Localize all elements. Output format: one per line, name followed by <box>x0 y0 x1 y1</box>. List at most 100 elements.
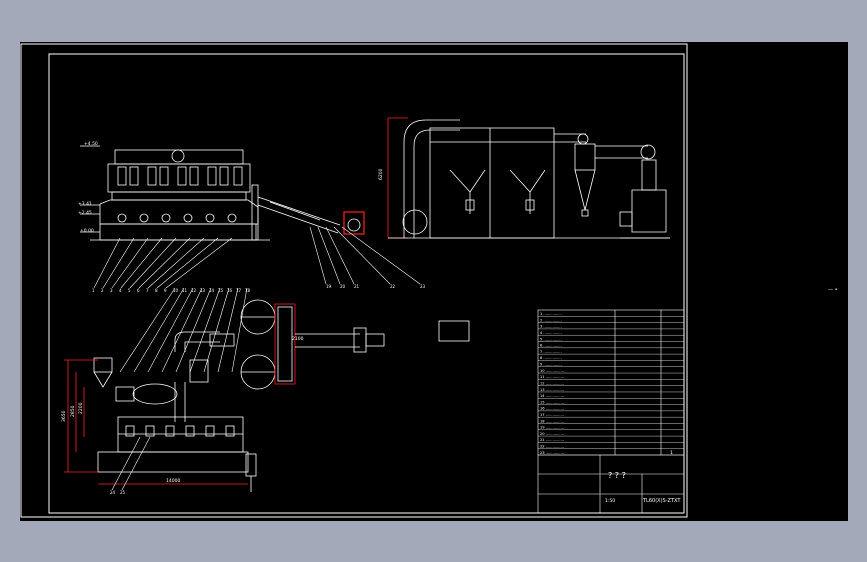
callout-leader <box>133 287 185 373</box>
parts-row-text: 9 ................ <box>540 363 562 367</box>
parts-row-text: 17 ................ <box>540 413 564 417</box>
callout-label: 15 <box>218 288 224 293</box>
parts-row-text: 18 ................ <box>540 419 564 423</box>
plan-dimension-lines <box>64 359 248 485</box>
callout-leader <box>175 287 212 373</box>
parts-row-text: 4 ................ <box>540 331 562 335</box>
callout-label: 7 <box>146 288 149 293</box>
duct-length-dim: 2100 <box>292 336 304 342</box>
drawing-title: ? ? ? <box>608 471 626 480</box>
elevation-top: +4.50 <box>84 141 98 147</box>
callout-leader <box>231 287 248 373</box>
callout-leader <box>325 226 355 285</box>
cad-viewport[interactable]: +4.50 +3.41 +2.45 ±0.00 <box>20 42 848 521</box>
parts-row-text: 8 ................ <box>540 356 562 360</box>
parts-row-text: 2 ................ <box>540 318 562 322</box>
callout-leader <box>189 287 221 373</box>
callout-label: 4 <box>119 288 122 293</box>
parts-row-text: 14 ................ <box>540 394 564 398</box>
parts-row-text: 15 ................ <box>540 400 564 404</box>
callout-label: 18 <box>245 288 251 293</box>
callout-leader <box>102 237 135 289</box>
callout-label: 17 <box>236 288 242 293</box>
callout-leader <box>203 287 230 373</box>
callout-label: 12 <box>191 288 197 293</box>
parts-row-text: 11 ................ <box>540 375 564 379</box>
elevation-mid2: +2.45 <box>78 210 92 216</box>
callout-leader <box>333 226 391 285</box>
callout-label: 16 <box>227 288 233 293</box>
sheet-label: 1 <box>670 450 673 456</box>
callout-leader <box>309 226 327 285</box>
elevation-mid1: +3.41 <box>78 201 92 207</box>
callout-label: 8 <box>155 288 158 293</box>
callout-label: 1 <box>92 288 95 293</box>
callout-label: 23 <box>420 284 426 289</box>
callout-leader <box>111 237 149 289</box>
callout-leader <box>120 237 163 289</box>
callout-label: 2 <box>101 288 104 293</box>
sheet-outer-border <box>20 43 688 518</box>
callout-label: 25 <box>120 490 126 495</box>
feeder-hopper <box>343 211 365 235</box>
callout-leader <box>161 287 203 373</box>
callout-leader <box>119 287 176 373</box>
callout-leader <box>165 237 233 289</box>
plan-height-outer: 3650 <box>61 410 67 422</box>
callout-label: 19 <box>326 284 332 289</box>
parts-row-text: 16 ................ <box>540 407 564 411</box>
callout-label: 11 <box>182 288 188 293</box>
callout-label: 10 <box>173 288 179 293</box>
tower-height-dim: 6200 <box>378 168 384 180</box>
callout-leader <box>147 237 205 289</box>
callout-leader <box>138 237 191 289</box>
parts-row-text: 22 ................ <box>540 444 564 448</box>
callout-label: 5 <box>128 288 131 293</box>
callout-leader <box>129 237 177 289</box>
callout-leader <box>93 237 121 289</box>
drawing-number: TL60(X)S-ZTXT <box>642 498 681 504</box>
parts-row-text: 13 ................ <box>540 388 564 392</box>
callout-leader <box>111 436 141 491</box>
parts-row-text: 20 ................ <box>540 432 564 436</box>
callout-leaders <box>93 226 421 491</box>
callout-label: 24 <box>110 490 116 495</box>
callout-leader <box>121 436 151 491</box>
parts-row-text: 7 ................ <box>540 350 562 354</box>
scale-label: 1:50 <box>605 498 615 504</box>
parts-row-text: 19 ................ <box>540 426 564 430</box>
plan-height-mid: 2850 <box>70 405 76 417</box>
parts-row-text: 6 ................ <box>540 344 562 348</box>
parts-row-text: 1 ................ <box>540 312 562 316</box>
sheet-inner-border <box>48 53 685 514</box>
cad-drawing: +4.50 +3.41 +2.45 ±0.00 <box>20 43 688 518</box>
parts-row-text: 5 ................ <box>540 337 562 341</box>
callout-leader <box>156 237 219 289</box>
callout-label: 20 <box>340 284 346 289</box>
parts-row-text: 10 ................ <box>540 369 564 373</box>
callout-label: 3 <box>110 288 113 293</box>
callout-label: 6 <box>137 288 140 293</box>
callout-leader <box>341 226 421 285</box>
callout-label: 9 <box>164 288 167 293</box>
rotary-drums <box>209 299 385 390</box>
parts-row-text: 23 ................ <box>540 451 564 455</box>
parts-row-text: 12 ................ <box>540 381 564 385</box>
furnace-elevation <box>80 145 341 241</box>
parts-row-text: 21 ................ <box>540 438 564 442</box>
callout-label: 14 <box>209 288 215 293</box>
callout-label: 22 <box>390 284 396 289</box>
plan-height-inner: 2200 <box>78 402 84 414</box>
callout-leader <box>217 287 239 373</box>
parts-row-text: 3 ................ <box>540 325 562 329</box>
callout-leader <box>317 226 341 285</box>
callout-leader <box>147 287 194 373</box>
plan-view <box>93 331 257 492</box>
elevation-bottom: ±0.00 <box>80 228 94 234</box>
outside-marker: — • <box>828 287 838 293</box>
base-width-dim: 14000 <box>166 478 180 484</box>
control-box <box>438 320 470 342</box>
callout-label: 13 <box>200 288 206 293</box>
parts-list: 1 ................ 2 ................ 3 ..… <box>538 312 684 456</box>
